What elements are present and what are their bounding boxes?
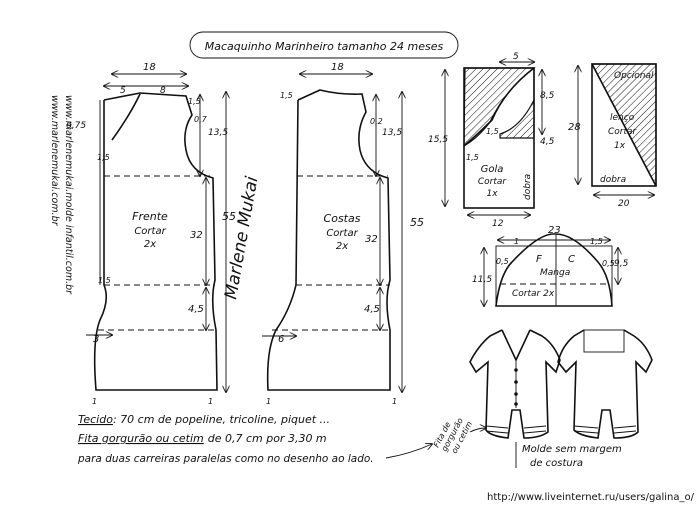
collar-dim-width: 12	[492, 219, 504, 229]
front-dim-width: 18	[143, 62, 156, 73]
front-dim-crotch: 4,5	[188, 304, 204, 315]
front-piece-name: Frente	[132, 210, 168, 223]
button-4	[514, 402, 518, 406]
website-alt-text: www.marlenemukai.molde infantil.com.br	[63, 95, 74, 295]
sleeve-dim-right-height: 9,5	[614, 259, 629, 269]
designer-signature: Marlene Mukai	[221, 175, 262, 301]
button-1	[514, 368, 518, 372]
sleeve-dim-width: 23	[548, 225, 561, 236]
collar-piece-name: Gola	[481, 164, 504, 175]
sleeve-dim-left-side: 0,5	[496, 257, 509, 266]
back-dim-shoulder-right: 0,2	[370, 117, 383, 126]
collar-pattern-piece: 5 15,5 8,5 1,5 4,5 1,5 12 Gola Cortar 1x…	[428, 52, 555, 229]
front-dim-inseam: 32	[190, 230, 203, 241]
front-dim-neck-right: 8	[160, 86, 166, 96]
scarf-dim-height: 28	[568, 122, 581, 133]
front-dim-shoulder: 1,5	[188, 97, 201, 106]
note-line-3: para duas carreiras paralelas como no de…	[77, 453, 374, 465]
back-piece-qty: 2x	[336, 241, 348, 252]
back-dim-side-total: 55	[410, 216, 424, 229]
note-line-1: Tecido: 70 cm de popeline, tricoline, pi…	[78, 413, 330, 426]
sleeve-dim-height: 11,5	[472, 275, 492, 285]
sleeve-label-f: F	[536, 254, 542, 265]
mold-note-1: Molde sem margem	[522, 444, 622, 455]
front-dim-armhole: 13,5	[208, 128, 228, 138]
garment-front-illustration	[469, 329, 561, 439]
sleeve-piece-cut: Cortar 2x	[512, 289, 555, 299]
scarf-dim-width: 20	[618, 199, 630, 209]
collar-fold-label: dobra	[523, 174, 533, 200]
front-pattern-piece: 18 5 8 1,5 0,7 6,75 13,5 55 1,5 1,5 32 4…	[66, 62, 236, 406]
front-dim-neck-depth: 6,75	[66, 121, 86, 131]
back-pattern-piece: 18 1,5 0,2 13,5 55 32 4,5 6 1 1 Costas C…	[262, 62, 424, 406]
back-piece-cut: Cortar	[326, 228, 358, 239]
sleeve-pattern-piece: 23 1 1,5 0,5 0,5 11,5 9,5 F C Manga Cort…	[472, 225, 629, 306]
collar-dim-top: 5	[513, 52, 519, 62]
back-dim-crotch: 4,5	[364, 304, 380, 315]
scarf-optional-label: Opcional	[614, 71, 654, 81]
back-dim-shoulder: 1,5	[280, 91, 293, 100]
front-dim-leg: 3	[93, 334, 99, 345]
scarf-piece-cut: Cortar	[608, 127, 638, 137]
sleeve-label-c: C	[568, 254, 575, 265]
front-dim-hem-left: 1	[92, 397, 97, 406]
sleeve-piece-name: Manga	[540, 268, 570, 278]
front-dim-side-total: 55	[222, 210, 236, 223]
collar-dim-right: 8,5	[540, 91, 555, 101]
collar-piece-qty: 1x	[486, 189, 498, 199]
front-dim-waist: 1,5	[98, 276, 111, 285]
sleeve-dim-left-top: 1	[514, 237, 519, 246]
scarf-fold-label: dobra	[600, 175, 626, 185]
front-piece-qty: 2x	[144, 239, 156, 250]
back-dim-hem-right: 1	[392, 397, 397, 406]
button-2	[514, 380, 518, 384]
sleeve-dim-right-side: 0,5	[602, 259, 615, 268]
back-dim-hem-left: 1	[266, 397, 271, 406]
collar-piece-cut: Cortar	[478, 177, 508, 187]
back-dim-width: 18	[331, 62, 344, 73]
collar-dim-inner-right: 4,5	[540, 137, 555, 147]
back-dim-leg: 6	[278, 334, 284, 345]
front-dim-neck-left: 5	[120, 86, 126, 96]
title-frame	[189, 31, 459, 59]
collar-dim-inner: 1,5	[486, 127, 499, 136]
scarf-piece-name: lenço	[610, 113, 635, 123]
sleeve-dim-right-top: 1,5	[590, 237, 603, 246]
front-dim-shoulder-right: 0,7	[194, 115, 208, 124]
collar-dim-neck: 1,5	[466, 153, 479, 162]
front-dim-waist-pos: 1,5	[97, 153, 110, 162]
fabric-notes: Tecido: 70 cm de popeline, tricoline, pi…	[77, 413, 432, 465]
scarf-piece-qty: 1x	[614, 141, 626, 151]
back-dim-armhole: 13,5	[382, 128, 402, 138]
scarf-pattern-piece: Opcional 28 20 lenço Cortar 1x dobra	[568, 63, 657, 209]
mold-note-2: de costura	[530, 458, 583, 469]
website-text: www.marlenemukai.com.br	[49, 95, 60, 227]
front-piece-cut: Cortar	[134, 226, 166, 237]
front-dim-hem-right: 1	[208, 397, 213, 406]
footer-url: http://www.liveinternet.ru/users/galina_…	[487, 492, 695, 503]
collar-dim-height-total: 15,5	[428, 135, 448, 145]
page-title: Macaquinho Marinheiro tamanho 24 meses	[205, 40, 444, 53]
back-dim-inseam: 32	[365, 234, 378, 245]
garment-back-illustration	[557, 329, 653, 439]
back-piece-name: Costas	[324, 212, 361, 225]
button-3	[514, 392, 518, 396]
